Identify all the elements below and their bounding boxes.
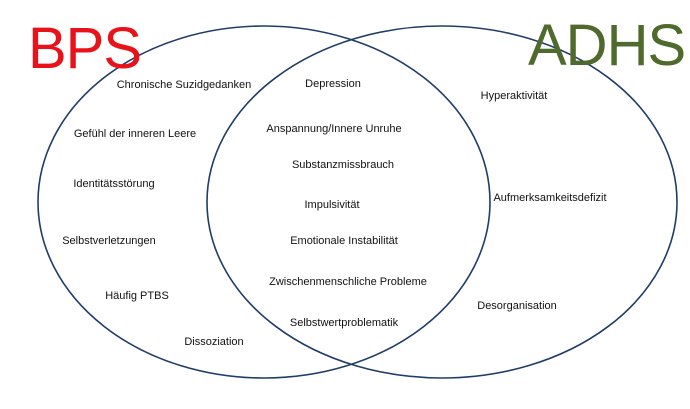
adhs-term-disorganisation: Desorganisation (477, 300, 557, 312)
overlap-term-interpersonal-problems: Zwischenmenschliche Probleme (269, 276, 427, 288)
adhs-circle (206, 25, 678, 379)
bps-term-self-harm: Selbstverletzungen (62, 235, 156, 247)
adhs-term-attention-deficit: Aufmerksamkeitsdefizit (493, 192, 607, 204)
bps-circle (37, 25, 491, 379)
overlap-term-depression: Depression (305, 78, 361, 90)
bps-term-identity-disturbance: Identitätsstörung (73, 178, 155, 190)
adhs-term-hyperactivity: Hyperaktivität (480, 90, 548, 102)
overlap-term-substance-abuse: Substanzmissbrauch (291, 159, 395, 171)
adhs-title: ADHS (528, 13, 686, 78)
overlap-term-emotional-instability: Emotionale Instabilität (290, 235, 398, 247)
overlap-term-impulsivity: Impulsivität (304, 199, 360, 211)
overlap-term-tension: Anspannung/Innere Unruhe (266, 123, 402, 135)
bps-term-dissociation: Dissoziation (184, 336, 244, 348)
bps-term-ptsd: Häufig PTBS (105, 290, 169, 302)
bps-title: BPS (28, 16, 142, 81)
overlap-term-self-esteem: Selbstwertproblematik (289, 317, 399, 329)
bps-term-inner-emptiness: Gefühl der inneren Leere (73, 128, 197, 140)
bps-term-chronic-suicidal-thoughts: Chronische Suzidgedanken (116, 79, 252, 91)
